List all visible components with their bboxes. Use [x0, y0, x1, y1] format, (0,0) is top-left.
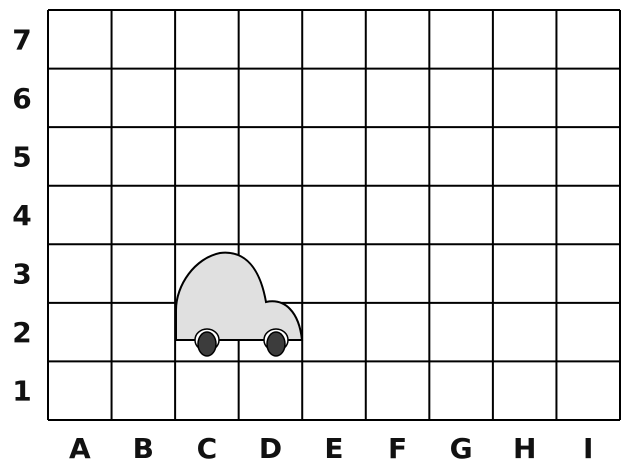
column-label: D	[259, 432, 282, 465]
row-label: 1	[12, 375, 31, 408]
row-label: 7	[12, 23, 31, 56]
column-label: C	[197, 432, 218, 465]
column-label: I	[583, 432, 593, 465]
row-label: 5	[12, 140, 31, 173]
row-labels: 7 6 5 4 3 2 1	[12, 23, 31, 407]
column-label: H	[513, 432, 536, 465]
column-labels: A B C D E F G H I	[69, 432, 593, 465]
column-label: E	[324, 432, 343, 465]
row-label: 4	[12, 199, 31, 232]
row-label: 6	[12, 82, 31, 115]
column-label: F	[388, 432, 407, 465]
row-label: 3	[12, 258, 31, 291]
car-icon	[176, 253, 302, 356]
car-body	[176, 253, 302, 340]
grid-lines	[48, 10, 620, 420]
column-label: G	[450, 432, 473, 465]
car-wheel-right	[264, 329, 288, 356]
car-wheel-left	[195, 329, 219, 356]
row-label: 2	[12, 316, 31, 349]
column-label: B	[133, 432, 154, 465]
column-label: A	[69, 432, 91, 465]
